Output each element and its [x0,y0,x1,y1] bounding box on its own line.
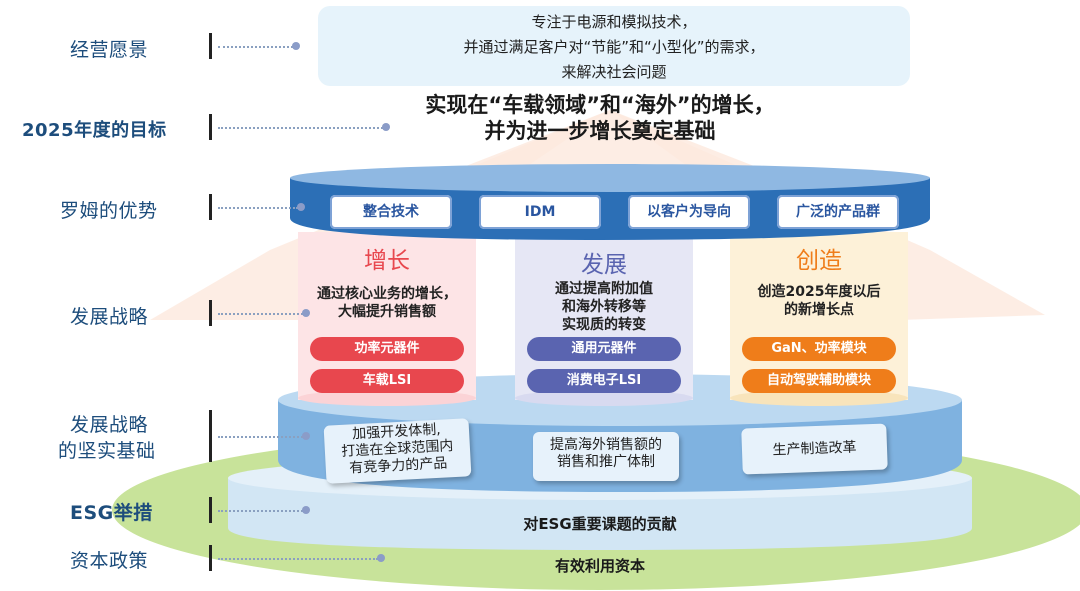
advantage-customer-oriented: 以客户为导向 [628,195,750,229]
strategy-desc-line: 实现质的转变 [562,317,646,333]
label-foundation-1: 发展战略 [70,414,149,436]
goal-line-1: 实现在“车载领域”和“海外”的增长， [425,93,775,117]
pill-consumer-lsi: 消费电子LSI [527,369,681,393]
label-vision: 经营愿景 [70,39,149,61]
foundation-line: 生产制造改革 [772,439,857,459]
divider-bar [209,410,212,462]
strategy-desc-line: 通过提高附加值 [555,281,653,297]
pill-power-devices: 功率元器件 [310,337,464,361]
divider-bar [209,33,212,59]
leader-line [218,510,303,512]
divider-bar [209,497,212,523]
label-strategy: 发展战略 [70,306,149,328]
vision-line-3: 来解决社会问题 [561,63,667,81]
vision-box: 专注于电源和模拟技术， 并通过满足客户对“节能”和“小型化”的需求， 来解决社会… [318,6,910,86]
strategy-desc-line: 创造2025年度以后 [757,284,881,300]
strategy-desc-growth: 通过核心业务的增长， 大幅提升销售额 [300,285,474,321]
divider-bar [209,194,212,220]
goal-line-2: 并为进一步增长奠定基础 [484,119,716,143]
label-capital: 资本政策 [70,550,149,572]
strategy-desc-line: 的新增长点 [784,302,854,318]
advantage-idm: IDM [479,195,601,229]
leader-dot [302,506,310,514]
leader-dot [377,554,385,562]
pill-automotive-lsi: 车载LSI [310,369,464,393]
pill-general-devices: 通用元器件 [527,337,681,361]
label-goal-2025: 2025年度的目标 [22,120,167,141]
foundation-line: 提高海外销售额的 [550,437,662,453]
vision-line-1: 专注于电源和模拟技术， [531,13,697,31]
foundation-line: 销售和推广体制 [557,454,655,470]
leader-dot [382,123,390,131]
leader-line [218,558,378,560]
foundation-sales: 提高海外销售额的 销售和推广体制 [533,432,679,481]
label-esg: ESG举措 [70,502,153,524]
leader-line [218,313,303,315]
label-advantage: 罗姆的优势 [60,200,158,222]
leader-line [218,46,293,48]
divider-bar [209,545,212,571]
esg-text: 对ESG重要课题的贡献 [523,515,677,533]
strategy-desc-line: 大幅提升销售额 [338,304,436,320]
advantage-product-range: 广泛的产品群 [777,195,899,229]
pill-adas-module: 自动驾驶辅助模块 [742,369,896,393]
strategy-desc-development: 通过提高附加值 和海外转移等 实现质的转变 [517,280,691,334]
leader-line [218,207,298,209]
leader-dot [297,203,305,211]
strategy-desc-creation: 创造2025年度以后 的新增长点 [732,283,906,319]
divider-bar [209,300,212,326]
capital-text: 有效利用资本 [554,557,645,575]
pill-gan-power-module: GaN、功率模块 [742,337,896,361]
leader-dot [302,432,310,440]
strategy-title-growth: 增长 [364,248,410,274]
foundation-manufacturing: 生产制造改革 [741,423,888,475]
strategy-desc-line: 和海外转移等 [562,299,646,315]
leader-line [218,436,303,438]
strategy-title-creation: 创造 [796,248,842,274]
vision-line-2: 并通过满足客户对“节能”和“小型化”的需求， [463,38,765,56]
leader-dot [292,42,300,50]
leader-line [218,127,383,129]
label-foundation-2: 的坚实基础 [58,440,156,462]
goal-text: 实现在“车载领域”和“海外”的增长， 并为进一步增长奠定基础 [330,92,870,144]
leader-dot [302,309,310,317]
foundation-development: 加强开发体制, 打造在全球范围内 有竞争力的产品 [323,418,472,484]
strategy-title-development: 发展 [581,252,627,278]
strategy-desc-line: 通过核心业务的增长， [317,286,457,302]
advantage-integrated-tech: 整合技术 [330,195,452,229]
divider-bar [209,114,212,140]
